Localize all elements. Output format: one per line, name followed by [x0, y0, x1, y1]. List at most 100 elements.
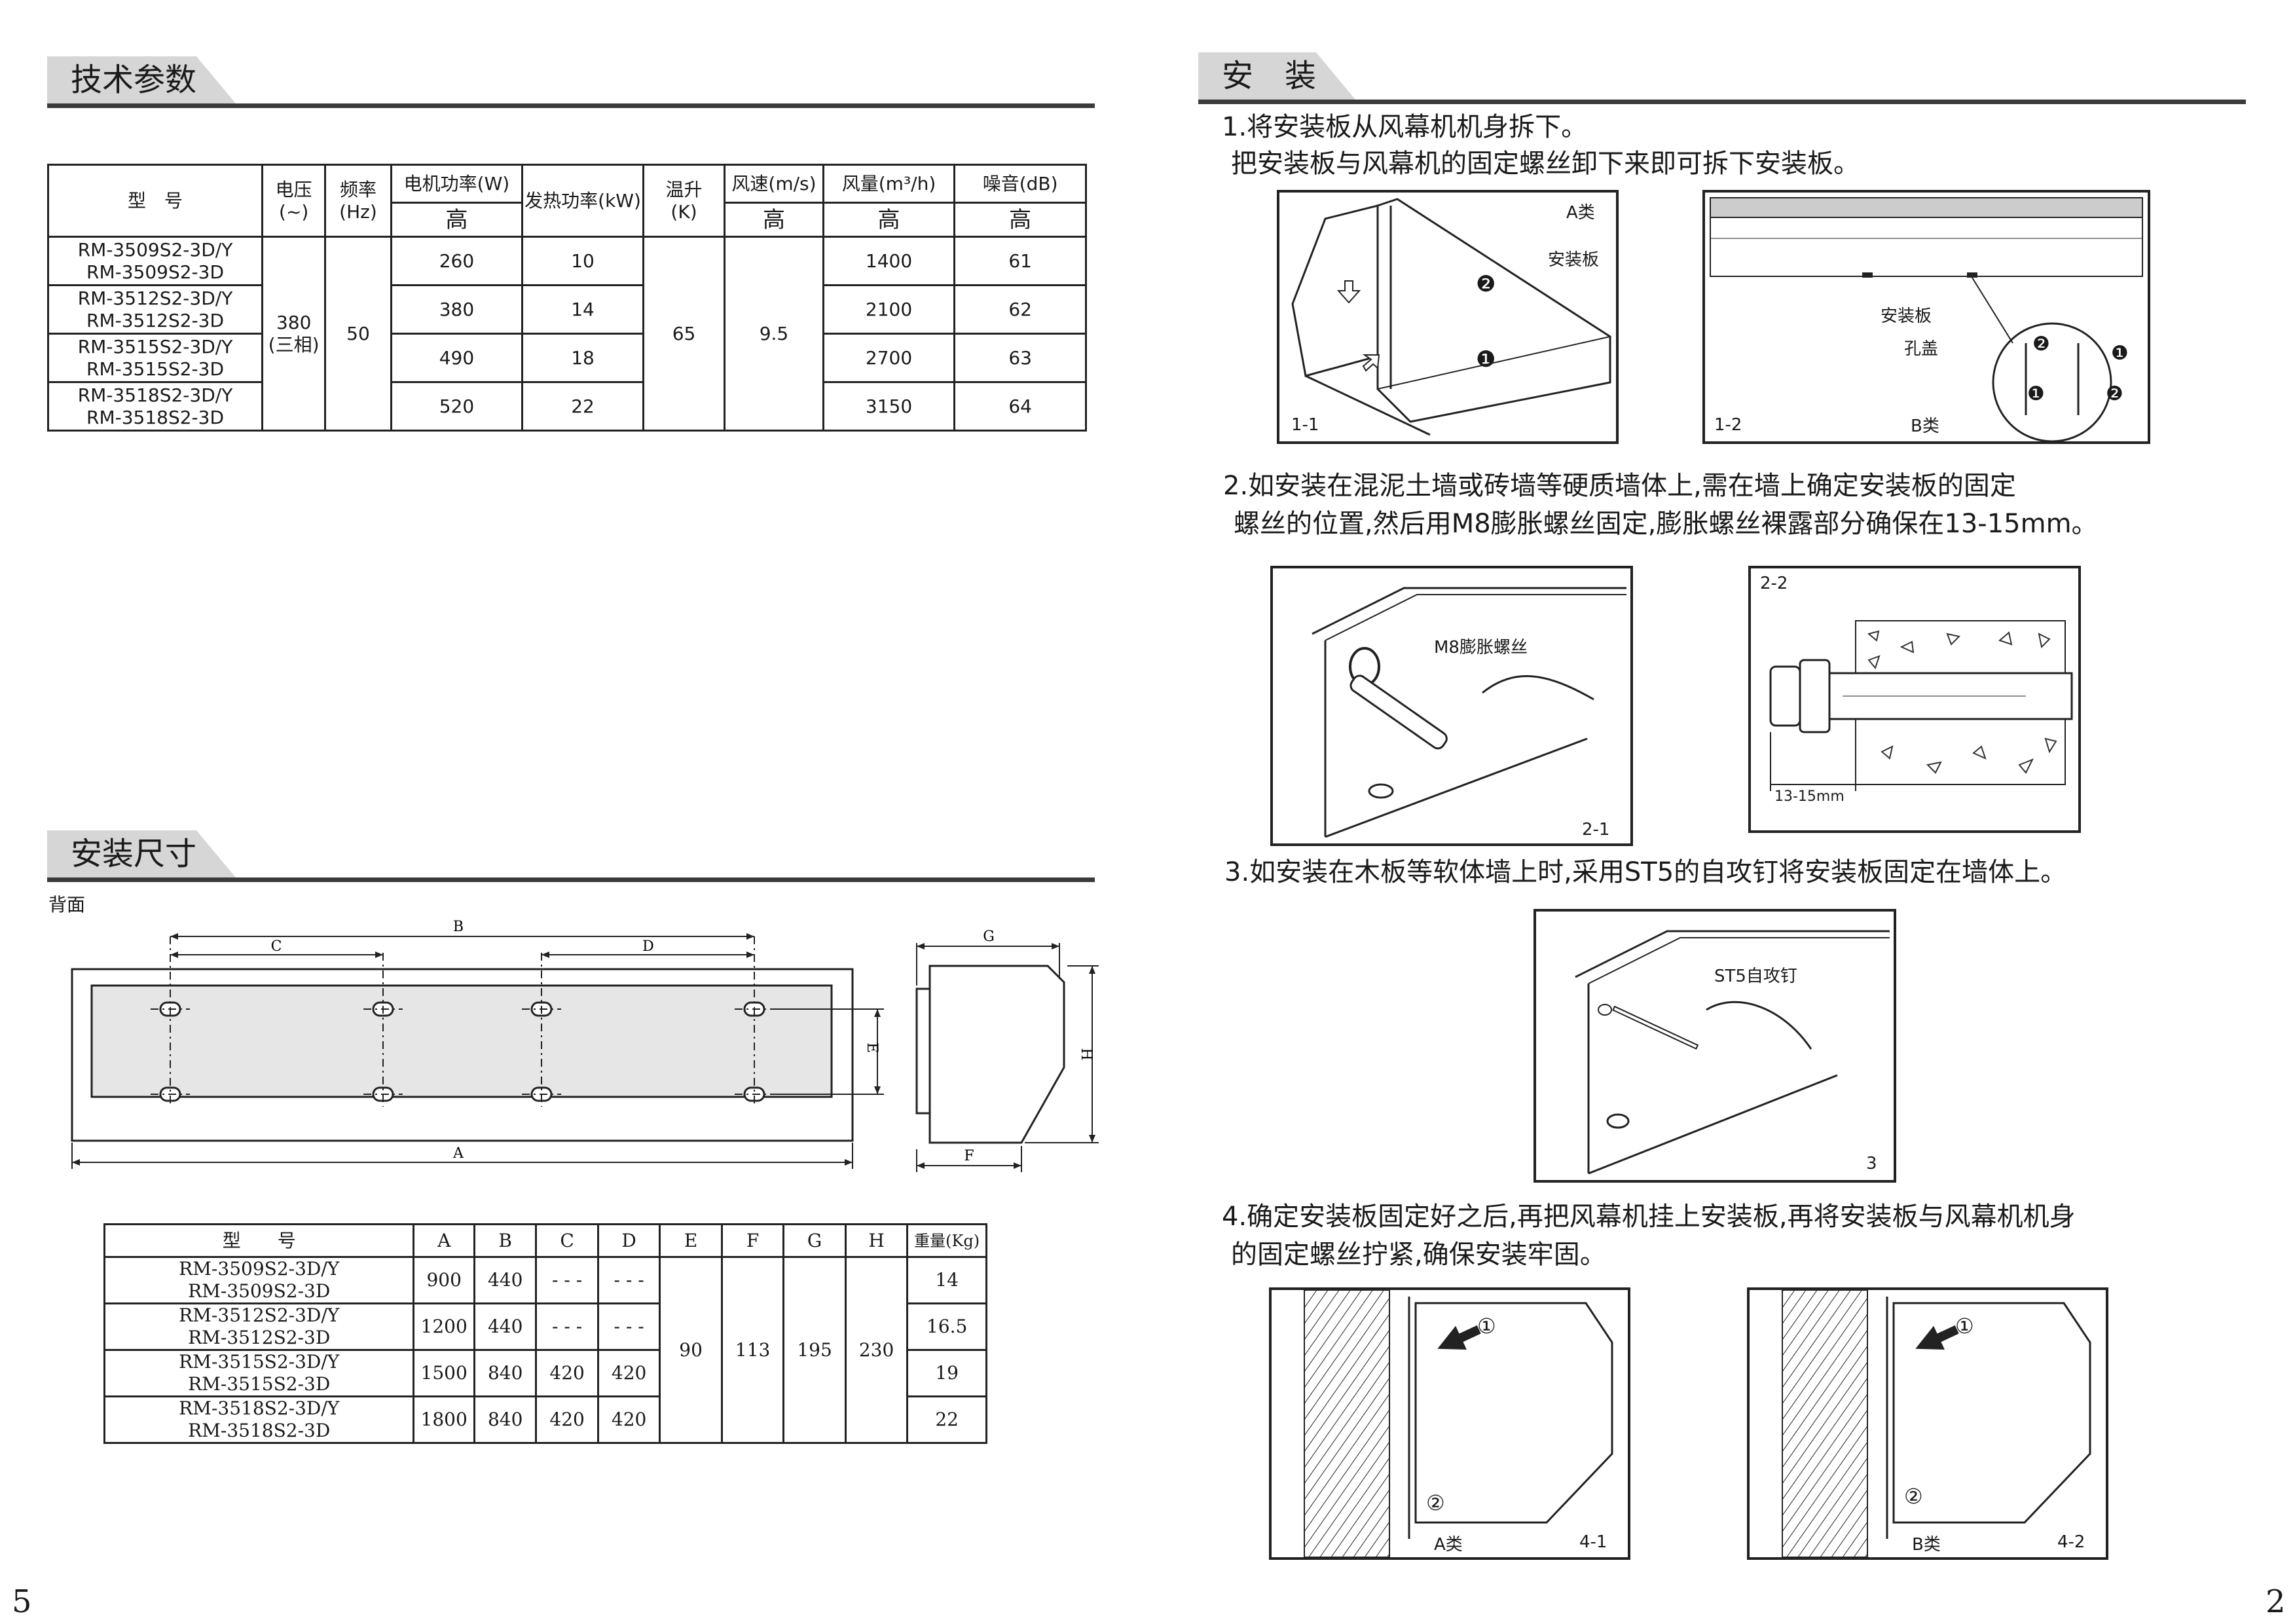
- col-motor-power: 电机功率(W): [390, 164, 524, 204]
- dim-letter-h: H: [1078, 1048, 1094, 1060]
- motor-cell: 260: [390, 236, 524, 286]
- col-e: E: [659, 1223, 723, 1258]
- b-cell: 840: [473, 1395, 538, 1444]
- motor-cell: 380: [390, 284, 524, 335]
- fig-type-label: B类: [1912, 1535, 1941, 1555]
- d-cell: 420: [597, 1395, 661, 1444]
- page-number-right: 2: [2266, 1583, 2286, 1620]
- hole-cap-callout: 孔盖: [1904, 339, 1939, 359]
- a-cell: 1200: [413, 1302, 475, 1351]
- col-frequency: 频率(Hz): [324, 164, 392, 238]
- a-cell: 1800: [413, 1395, 475, 1444]
- c-cell: - - -: [535, 1256, 599, 1304]
- figure-3: ST5自攻钉 3: [1533, 909, 1896, 1183]
- speed-cell: 9.5: [724, 236, 824, 432]
- col-model: 型 号: [46, 164, 264, 238]
- col-heat-power: 发热功率(kW): [521, 164, 644, 238]
- install-section-title: 安 装: [1198, 52, 1355, 100]
- fig-number: 2-2: [1760, 574, 1788, 593]
- dim-letter-b: B: [453, 919, 464, 935]
- step-marker-2: ②: [1904, 1484, 1923, 1509]
- voltage-cell: 380(三相): [261, 236, 327, 432]
- fig-type-label: A类: [1566, 203, 1595, 223]
- col-model: 型 号: [103, 1223, 415, 1258]
- weight-cell: 16.5: [906, 1302, 987, 1351]
- col-temp-rise: 温升(K): [642, 164, 726, 238]
- hang-unit-illustration: [1782, 1290, 2091, 1557]
- dimension-table: 型 号 A B C D E F G H 重量(Kg) RM-3509S2-3D/…: [103, 1223, 987, 1444]
- fig-number: 1-2: [1714, 415, 1742, 435]
- e-cell: 90: [659, 1256, 723, 1444]
- step-1-line-1: 1.将安装板从风幕机机身拆下。: [1222, 112, 1588, 142]
- a-cell: 900: [413, 1256, 475, 1304]
- tech-spec-table: 型 号 电压(~) 频率(Hz) 电机功率(W) 发热功率(kW) 温升(K) …: [46, 164, 1087, 432]
- b-cell: 840: [473, 1349, 538, 1397]
- dim-letter-e: E: [864, 1043, 880, 1053]
- volume-cell: 1400: [822, 236, 956, 286]
- section-rule: [1198, 100, 2246, 104]
- motor-cell: 520: [390, 381, 524, 432]
- side-view-outline: [928, 965, 1065, 1144]
- plate-callout: 安装板: [1548, 250, 1600, 270]
- step-marker-1: ❶: [1476, 346, 1496, 373]
- dims-section-title: 安装尺寸: [47, 830, 236, 877]
- col-h: H: [844, 1223, 909, 1258]
- fig-number: 3: [1866, 1154, 1877, 1173]
- heat-cell: 10: [521, 236, 644, 286]
- figure-4-1: ① ② A类 4-1: [1269, 1287, 1630, 1560]
- noise-cell: 61: [953, 236, 1087, 286]
- mount-plate: [90, 984, 833, 1098]
- h-cell: 230: [844, 1256, 909, 1444]
- noise-cell: 63: [953, 333, 1087, 383]
- step-marker-1: ①: [1955, 1314, 1974, 1338]
- fig-number: 1-1: [1291, 415, 1319, 435]
- back-plate-outline: [71, 968, 854, 1142]
- wall-bolt-illustration: [1312, 587, 1626, 838]
- self-tapping-screw-illustration: [1575, 930, 1890, 1175]
- level-high: 高: [390, 202, 524, 238]
- volume-cell: 2700: [822, 333, 956, 383]
- step-2-line-2: 螺丝的位置,然后用M8膨胀螺丝固定,膨胀螺丝裸露部分确保在13-15mm。: [1234, 509, 2098, 539]
- volume-cell: 2100: [822, 284, 956, 335]
- d-cell: - - -: [597, 1302, 661, 1351]
- col-voltage: 电压(~): [261, 164, 327, 238]
- tech-section-title: 技术参数: [47, 56, 236, 103]
- noise-cell: 62: [953, 284, 1087, 335]
- f-cell: 113: [720, 1256, 785, 1444]
- screw-callout: ST5自攻钉: [1714, 967, 1797, 986]
- back-view-label: 背面: [48, 894, 86, 915]
- col-noise: 噪音(dB): [953, 164, 1087, 204]
- step-marker-1: ❶: [2027, 382, 2045, 405]
- figure-2-1: M8膨胀螺丝 2-1: [1270, 566, 1633, 846]
- g-cell: 195: [782, 1256, 847, 1444]
- a-cell: 1500: [413, 1349, 475, 1397]
- step-marker-2: ❷: [2032, 333, 2050, 356]
- step-marker-2: ❷: [1476, 271, 1496, 297]
- d-cell: - - -: [597, 1256, 661, 1304]
- step-4-line-1: 4.确定安装板固定好之后,再把风幕机挂上安装板,再将安装板与风幕机机身: [1222, 1202, 2076, 1232]
- level-high: 高: [724, 202, 824, 238]
- dim-letter-a: A: [452, 1145, 464, 1162]
- level-high: 高: [822, 202, 956, 238]
- fig-number: 4-1: [1579, 1532, 1607, 1552]
- figure-2-2: 2-2 13-15mm: [1748, 566, 2081, 833]
- c-cell: 420: [535, 1395, 599, 1444]
- dim-letter-c: C: [271, 938, 282, 955]
- fig-number: 4-2: [2057, 1532, 2085, 1552]
- hang-unit-illustration: [1304, 1290, 1613, 1557]
- section-rule: [47, 103, 1095, 108]
- side-back-bracket: [915, 987, 931, 1115]
- motor-cell: 490: [390, 333, 524, 383]
